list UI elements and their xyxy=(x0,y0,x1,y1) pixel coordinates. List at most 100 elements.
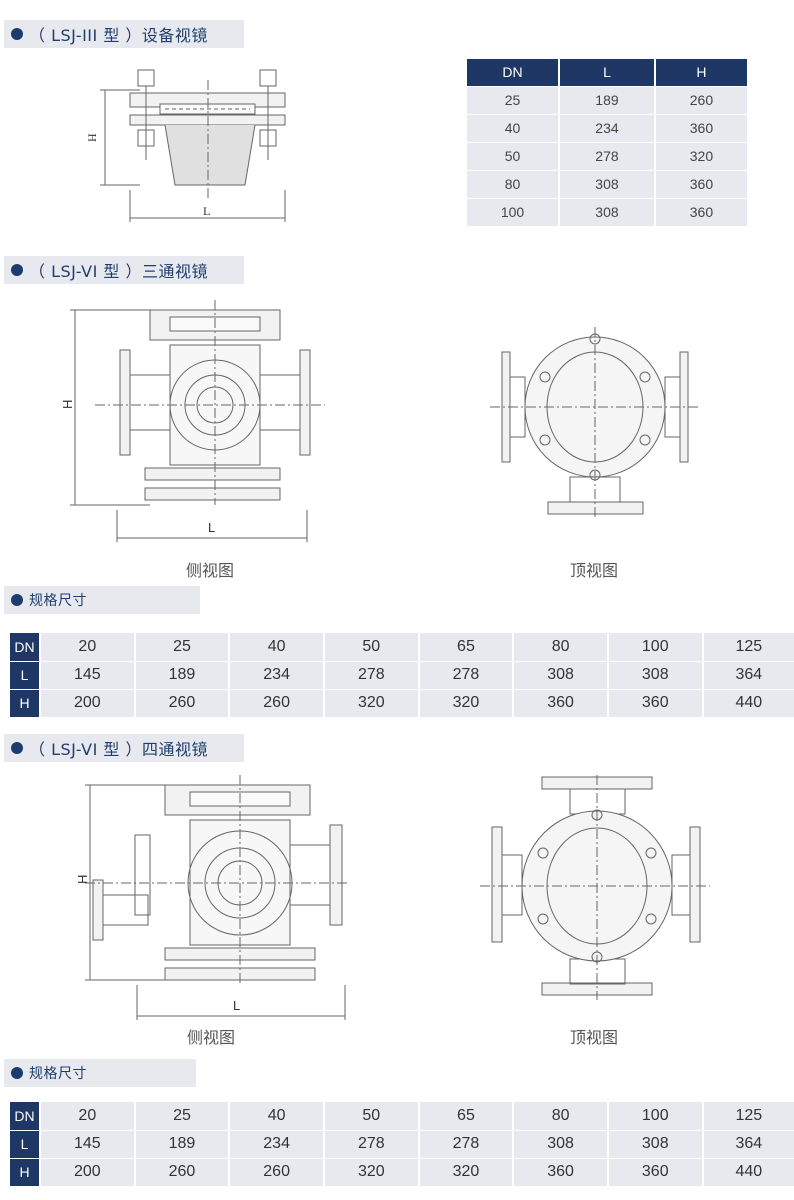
section-header-lsj-vi-tee: （ LSJ-VI 型 ）三通视镜 xyxy=(4,256,244,284)
cell: 50 xyxy=(467,141,561,170)
cell: 65 xyxy=(417,1102,514,1131)
cell: 125 xyxy=(701,633,794,662)
cell: 360 xyxy=(606,1158,703,1187)
cell: 234 xyxy=(559,113,656,142)
section-title: （ LSJ-VI 型 ）四通视镜 xyxy=(29,740,208,759)
cell: 308 xyxy=(559,197,656,226)
cell: 278 xyxy=(417,661,514,690)
cell: 189 xyxy=(559,85,656,114)
cell: 320 xyxy=(322,689,419,718)
cell: 360 xyxy=(654,197,747,226)
cell: 260 xyxy=(654,85,747,114)
cell: 20 xyxy=(39,1102,135,1131)
cell: 80 xyxy=(467,169,561,198)
cell: 320 xyxy=(417,689,514,718)
row-label: L xyxy=(10,1130,40,1159)
dim-h-label: H xyxy=(60,400,75,409)
section-title: （ LSJ-VI 型 ）三通视镜 xyxy=(29,262,208,281)
cell: 25 xyxy=(133,1102,230,1131)
cell: 100 xyxy=(606,633,703,662)
cell: 125 xyxy=(701,1102,794,1131)
cell: 360 xyxy=(512,1158,608,1187)
cell: 308 xyxy=(606,1130,703,1159)
cell: 200 xyxy=(39,689,135,718)
bullet-icon xyxy=(11,1067,23,1079)
cell: 278 xyxy=(559,141,656,170)
top-view-caption: 顶视图 xyxy=(570,561,619,580)
cross-side-view-drawing: H L xyxy=(75,775,350,1020)
cell: 50 xyxy=(322,1102,419,1131)
top-view-caption: 顶视图 xyxy=(570,1028,619,1047)
cell: 260 xyxy=(228,1158,324,1187)
section-header-lsj-iii: （ LSJ-III 型 ）设备视镜 xyxy=(4,20,244,48)
cell: 320 xyxy=(417,1158,514,1187)
dim-h-label: H xyxy=(75,875,90,884)
cell: 308 xyxy=(559,169,656,198)
cell: 308 xyxy=(512,1130,608,1159)
row-label: L xyxy=(10,661,40,690)
section-title: （ LSJ-III 型 ）设备视镜 xyxy=(29,26,208,45)
cell: 100 xyxy=(467,197,561,226)
cell: 20 xyxy=(39,633,135,662)
tee-top-view-drawing xyxy=(490,327,700,520)
cell: 40 xyxy=(228,1102,324,1131)
cell: 80 xyxy=(512,1102,608,1131)
cell: 25 xyxy=(133,633,230,662)
dim-h-label: H xyxy=(85,133,99,142)
lsj-iii-drawing: H L xyxy=(85,69,286,222)
dim-l-label: L xyxy=(203,204,210,218)
section-header-lsj-vi-cross: （ LSJ-VI 型 ）四通视镜 xyxy=(4,734,244,762)
col-header: H xyxy=(654,59,747,86)
cell: 320 xyxy=(322,1158,419,1187)
cell: 360 xyxy=(606,689,703,718)
cell: 189 xyxy=(133,661,230,690)
row-label: H xyxy=(10,689,40,718)
cell: 40 xyxy=(228,633,324,662)
cell: 360 xyxy=(654,169,747,198)
cell: 278 xyxy=(417,1130,514,1159)
cell: 189 xyxy=(133,1130,230,1159)
cell: 234 xyxy=(228,1130,324,1159)
cell: 360 xyxy=(512,689,608,718)
cell: 50 xyxy=(322,633,419,662)
cell: 260 xyxy=(228,689,324,718)
cell: 100 xyxy=(606,1102,703,1131)
cell: 308 xyxy=(606,661,703,690)
cell: 40 xyxy=(467,113,561,142)
spec-title: 规格尺寸 xyxy=(29,1066,87,1082)
cell: 364 xyxy=(701,1130,794,1159)
cell: 25 xyxy=(467,85,561,114)
cell: 234 xyxy=(228,661,324,690)
col-header: DN xyxy=(467,59,561,86)
cell: 360 xyxy=(654,113,747,142)
dim-l-label: L xyxy=(233,998,240,1013)
cell: 278 xyxy=(322,661,419,690)
cell: 320 xyxy=(654,141,747,170)
cell: 440 xyxy=(701,689,794,718)
row-label: DN xyxy=(10,1102,40,1131)
bullet-icon xyxy=(11,28,23,40)
cell: 80 xyxy=(512,633,608,662)
tee-side-view-drawing: H L xyxy=(60,300,325,542)
bullet-icon xyxy=(11,742,23,754)
row-label: H xyxy=(10,1158,40,1187)
spec-header: 规格尺寸 xyxy=(4,586,200,614)
spec-title: 规格尺寸 xyxy=(29,593,87,609)
spec-header: 规格尺寸 xyxy=(4,1059,196,1087)
side-view-caption: 侧视图 xyxy=(187,1028,236,1047)
col-header: L xyxy=(559,59,656,86)
cell: 200 xyxy=(39,1158,135,1187)
bullet-icon xyxy=(11,594,23,606)
dim-l-label: L xyxy=(208,520,215,535)
